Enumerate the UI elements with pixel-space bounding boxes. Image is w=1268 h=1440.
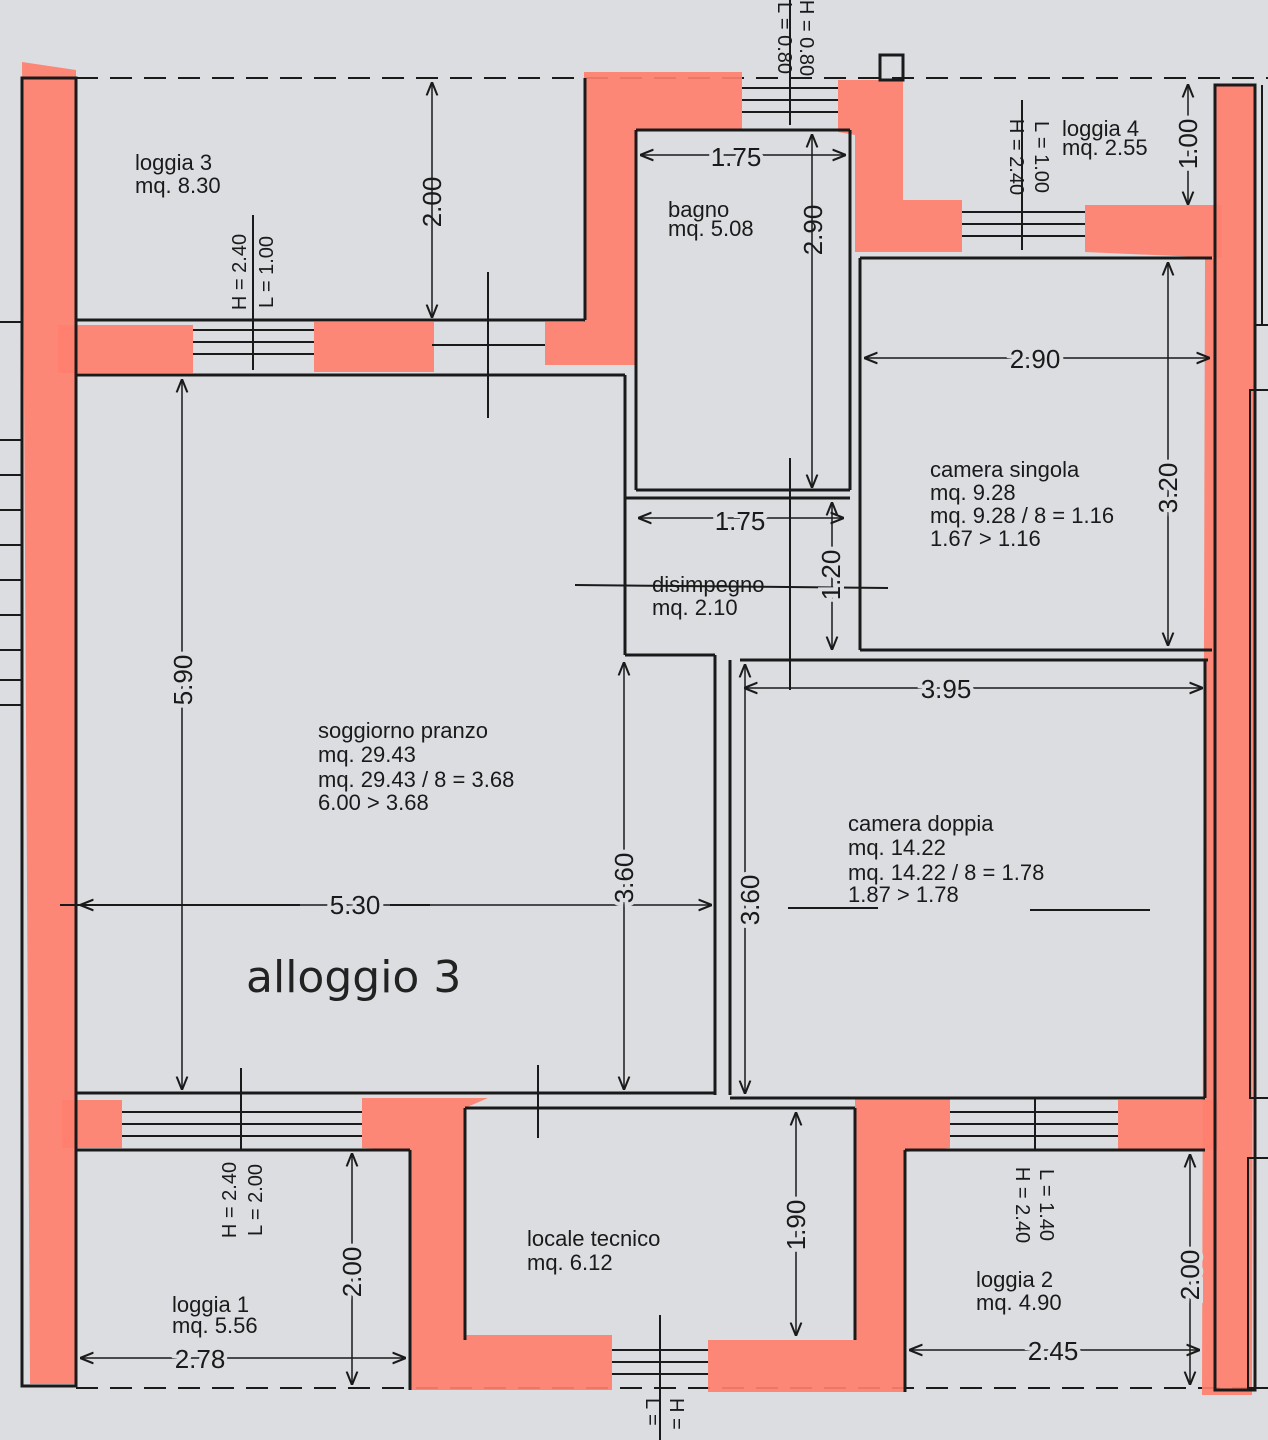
camera-doppia-area: mq. 14.22 <box>848 835 946 860</box>
win-loggia4-L: L = 1.00 <box>1030 121 1052 193</box>
dimension-lines <box>80 82 1210 1385</box>
wall-lines <box>20 53 1257 1392</box>
locale-tecnico-name: locale tecnico <box>527 1226 660 1251</box>
camera-singola-ratio: mq. 9.28 / 8 = 1.16 <box>930 503 1114 528</box>
win-bottom-L: L = <box>641 1398 663 1426</box>
dim-disimp-w: 1.75 <box>715 506 766 536</box>
room-labels: loggia 3 mq. 8.30 bagno mq. 5.08 loggia … <box>135 116 1148 1338</box>
camera-doppia-name: camera doppia <box>848 811 994 836</box>
dim-loggia1-h: 2.00 <box>337 1247 367 1298</box>
win-top-b: H = 0.80 <box>795 0 817 76</box>
camera-doppia-ratio: mq. 14.22 / 8 = 1.78 <box>848 860 1044 885</box>
dimension-labels: 2.00 1.75 2.90 1.00 2.90 3.20 1.75 1.20 … <box>164 115 1209 1378</box>
win-top-a: L = 0.80 <box>773 2 795 74</box>
locale-tecnico-area: mq. 6.12 <box>527 1250 613 1275</box>
loggia4-area: mq. 2.55 <box>1062 135 1148 160</box>
dim-bagno-w: 1.75 <box>711 142 762 172</box>
soggiorno-ratio: mq. 29.43 / 8 = 3.68 <box>318 767 514 792</box>
camera-singola-area: mq. 9.28 <box>930 480 1016 505</box>
dim-soggiorno-h: 5.90 <box>168 655 198 706</box>
win-loggia3-L: L = 1.00 <box>256 236 278 308</box>
dim-doppia-w: 3.95 <box>921 674 972 704</box>
neighbour-lines <box>0 85 1268 1389</box>
loggia3-area: mq. 8.30 <box>135 173 221 198</box>
dim-disimp-h: 1.20 <box>816 550 846 601</box>
win-bottom-H: H = <box>665 1398 687 1430</box>
loggia2-area: mq. 4.90 <box>976 1290 1062 1315</box>
win-loggia1-H: H = 2.40 <box>219 1162 241 1238</box>
win-loggia4-H: H = 2.40 <box>1005 119 1027 195</box>
win-loggia3-H: H = 2.40 <box>229 234 251 310</box>
loggia1-name: loggia 1 <box>172 1292 249 1317</box>
soggiorno-name: soggiorno pranzo <box>318 718 488 743</box>
dim-soggiorno-h2: 3.60 <box>609 853 639 904</box>
bagno-name: bagno <box>668 197 729 222</box>
bagno-area: mq. 5.08 <box>668 216 754 241</box>
win-loggia1-L: L = 2.00 <box>245 1164 267 1236</box>
disimpegno-area: mq. 2.10 <box>652 595 738 620</box>
loggia2-name: loggia 2 <box>976 1267 1053 1292</box>
dim-loggia1-w: 2.78 <box>175 1344 226 1374</box>
dim-tecnico-h: 1.90 <box>781 1200 811 1251</box>
loggia4-name: loggia 4 <box>1062 116 1139 141</box>
camera-doppia-check: 1.87 > 1.78 <box>848 882 959 907</box>
dim-bagno-h: 2.90 <box>798 205 828 256</box>
soggiorno-check: 6.00 > 3.68 <box>318 790 429 815</box>
dim-singola-h: 3.20 <box>1153 463 1183 514</box>
window-labels: L = 0.80 H = 0.80 L = 1.00 H = 2.40 L = … <box>219 0 1057 1430</box>
dim-loggia2-w: 2.45 <box>1028 1336 1079 1366</box>
dim-loggia4-h: 1.00 <box>1173 119 1203 170</box>
soggiorno-area: mq. 29.43 <box>318 742 416 767</box>
camera-singola-check: 1.67 > 1.16 <box>930 526 1041 551</box>
win-loggia2-H: H = 2.40 <box>1011 1167 1033 1243</box>
loggia1-area: mq. 5.56 <box>172 1313 258 1338</box>
dim-doppia-h: 3.60 <box>735 875 765 926</box>
dim-singola-w: 2.90 <box>1010 344 1061 374</box>
loggia3-name: loggia 3 <box>135 150 212 175</box>
window-openings <box>122 0 1118 1440</box>
dim-loggia3-h: 2.00 <box>417 177 447 228</box>
dim-loggia2-h: 2.00 <box>1175 1250 1205 1301</box>
camera-singola-name: camera singola <box>930 457 1080 482</box>
dim-soggiorno-w: 5.30 <box>330 890 381 920</box>
disimpegno-name: disimpegno <box>652 572 765 597</box>
unit-title: alloggio 3 <box>246 952 461 1003</box>
wall-highlights <box>22 62 1255 1395</box>
win-loggia2-L: L = 1.40 <box>1035 1169 1057 1241</box>
